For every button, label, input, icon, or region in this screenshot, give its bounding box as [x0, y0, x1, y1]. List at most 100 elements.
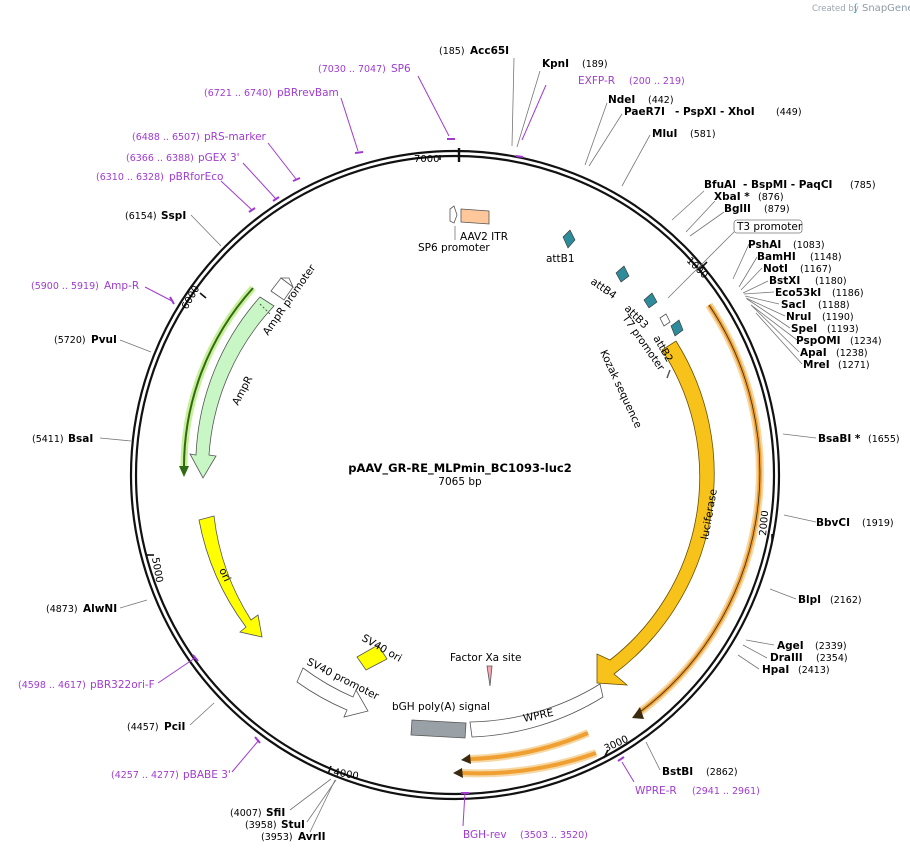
site-ndei-pos: (442): [648, 95, 674, 106]
t7-promoter-feature[interactable]: [659, 313, 671, 327]
site-kpni-pos: (189): [582, 59, 608, 70]
site-eco53ki[interactable]: Eco53kI: [775, 287, 821, 299]
site-nrui-pos: (1190): [822, 312, 854, 323]
primer-prs-marker-range: (6488 .. 6507): [132, 132, 200, 143]
site-bglii[interactable]: BglII: [724, 203, 751, 215]
site-kpni[interactable]: KpnI: [542, 58, 569, 70]
site-pcii[interactable]: PciI: [164, 721, 185, 733]
primer-prs-marker[interactable]: pRS-marker: [204, 131, 267, 143]
luciferase-orf-outline: [639, 304, 761, 713]
attb3-feature[interactable]: [643, 292, 658, 309]
primer-pgex3-range: (6366 .. 6388): [126, 153, 194, 164]
tick-label-3000: 3000: [603, 734, 631, 755]
site-pvui[interactable]: PvuI: [91, 334, 117, 346]
bgh-polya-feature[interactable]: [410, 719, 467, 739]
site-noti[interactable]: NotI: [763, 263, 788, 275]
primer-wpre-r[interactable]: WPRE-R: [635, 785, 677, 797]
site-pshai-pos: (1083): [793, 240, 825, 251]
factor-xa-feature[interactable]: [486, 665, 493, 687]
ampr-orf-arrowhead: [179, 466, 189, 477]
primer-exfp-r-range: (200 .. 219): [629, 76, 685, 87]
site-hpai[interactable]: HpaI: [762, 664, 789, 676]
site-avrii[interactable]: AvrII: [298, 831, 326, 843]
site-acc65i[interactable]: Acc65I: [470, 45, 509, 57]
primer-pbrrevbam[interactable]: pBRrevBam: [277, 87, 339, 99]
site-sspi[interactable]: SspI: [161, 210, 186, 222]
site-xbai[interactable]: XbaI *: [714, 191, 750, 203]
tick-label-4000: 4000: [332, 767, 359, 782]
luciferase-feature[interactable]: [596, 340, 715, 686]
site-bsabi-pos: (1655): [868, 434, 900, 445]
site-bstxi[interactable]: BstXI: [769, 275, 800, 287]
site-blpi-pos: (2162): [830, 595, 862, 606]
site-ndei[interactable]: NdeI: [608, 94, 635, 106]
primer-bgh-rev[interactable]: BGH-rev: [463, 829, 507, 841]
site-paer7i-extra[interactable]: - PspXI - XhoI: [675, 106, 755, 118]
site-pshai[interactable]: PshAI: [748, 239, 781, 251]
site-noti-pos: (1167): [800, 264, 832, 275]
site-hpai-pos: (2413): [798, 665, 830, 676]
site-spei[interactable]: SpeI: [791, 323, 817, 335]
primer-exfp-r[interactable]: EXFP-R: [578, 75, 615, 87]
site-bsai-pos: (5411): [32, 434, 64, 445]
tick-3000: [603, 749, 609, 759]
site-bfuai[interactable]: BfuAI: [704, 179, 736, 191]
attb1-feature[interactable]: [562, 229, 576, 249]
site-agei[interactable]: AgeI: [777, 640, 804, 652]
attb4-feature[interactable]: [615, 265, 630, 283]
sp6-promoter-feature[interactable]: [449, 205, 458, 224]
ori-feature[interactable]: [198, 515, 263, 638]
ampr-feature[interactable]: [189, 296, 275, 479]
wpre-feature[interactable]: [469, 683, 604, 738]
site-mrei-pos: (1271): [838, 360, 870, 371]
site-apai[interactable]: ApaI: [800, 347, 827, 359]
primer-pgex3[interactable]: pGEX 3': [198, 152, 240, 164]
site-bfuai-extra[interactable]: - BspMI - PaqCI: [743, 179, 832, 191]
site-bsai[interactable]: BsaI: [68, 433, 93, 445]
site-alwni[interactable]: AlwNI: [83, 603, 117, 615]
plasmid-name: pAAV_GR-RE_MLPmin_BC1093-luc2: [348, 461, 571, 476]
site-bstbi-pos: (2862): [706, 767, 738, 778]
site-bbvci[interactable]: BbvCI: [816, 517, 850, 529]
primer-wpre-r-range: (2941 .. 2961): [692, 786, 760, 797]
aav2-itr-feature[interactable]: [460, 208, 490, 225]
site-draiii[interactable]: DraIII: [770, 652, 803, 664]
snapgene-logo-icon: ʃ: [853, 3, 858, 14]
kozak-label: Kozak sequence: [597, 348, 644, 430]
t3-promoter-box[interactable]: [733, 219, 803, 234]
attb2-feature[interactable]: [670, 319, 684, 337]
primer-amp-r[interactable]: Amp-R: [104, 280, 139, 292]
site-mrei[interactable]: MreI: [803, 359, 830, 371]
site-bsabi[interactable]: BsaBI *: [818, 433, 861, 445]
site-stui[interactable]: StuI: [281, 819, 305, 831]
site-saci[interactable]: SacI: [781, 299, 806, 311]
site-bamhi[interactable]: BamHI: [757, 251, 796, 263]
primer-sp6[interactable]: SP6: [391, 63, 411, 75]
primer-pbabe3[interactable]: pBABE 3': [183, 769, 231, 781]
site-pspomi[interactable]: PspOMI: [796, 335, 841, 347]
ampr-orf-arrow: [182, 287, 254, 471]
site-nrui[interactable]: NruI: [786, 311, 811, 323]
primer-pbr322ori-f[interactable]: pBR322ori-F: [90, 679, 155, 691]
site-bstxi-pos: (1180): [815, 276, 847, 287]
site-mlui[interactable]: MluI: [652, 128, 677, 140]
site-sfii[interactable]: SfiI: [266, 807, 285, 819]
kozak-feature[interactable]: [666, 369, 671, 379]
orf2-arrowhead: [461, 754, 471, 764]
site-blpi[interactable]: BlpI: [798, 594, 821, 606]
site-alwni-pos: (4873): [46, 604, 78, 615]
site-bstbi[interactable]: BstBI: [662, 766, 693, 778]
sv40-ori-feature[interactable]: [356, 644, 388, 671]
luciferase-orf-arrowhead: [632, 707, 644, 719]
ampr-promoter-feature[interactable]: [270, 277, 294, 301]
sv40-promoter-feature[interactable]: [296, 667, 369, 718]
site-apai-pos: (1238): [836, 348, 868, 359]
primer-pbrforeco[interactable]: pBRforEco: [169, 171, 223, 183]
site-paer7i[interactable]: PaeR7I: [624, 106, 665, 118]
tick-6000: [199, 292, 207, 299]
t3-promoter-connector: [667, 231, 735, 299]
site-acc65i-pos: (185): [439, 46, 465, 57]
site-pvui-pos: (5720): [54, 335, 86, 346]
